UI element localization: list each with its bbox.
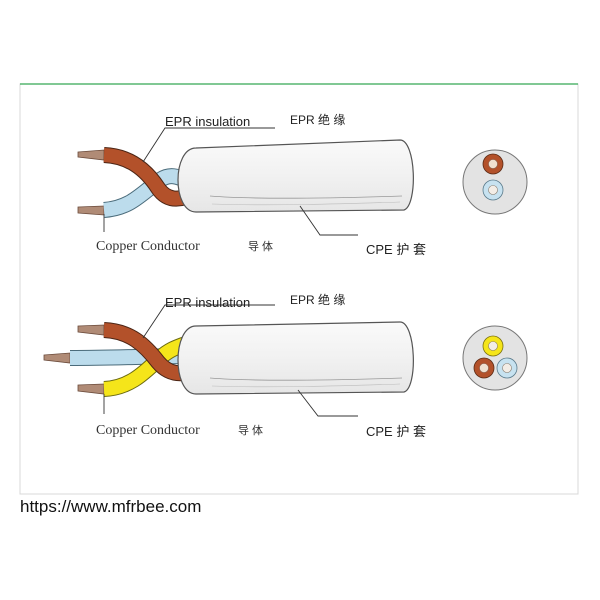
insulation-label-cn: EPR 绝 缘 [290,112,345,127]
copper-strand-blue [43,352,71,364]
copper-strand-blue [77,205,105,216]
insulation-label-en: EPR insulation [165,295,250,310]
insulation-label-en: EPR insulation [165,114,250,129]
jacket-label: CPE 护 套 [366,242,426,257]
copper-strand-brown [77,324,105,336]
three-core-cable [43,304,528,417]
three-core-cross-section [462,325,528,391]
conductor-label-cn: 导 体 [248,239,273,253]
two-core-cross-section [462,149,528,215]
cpe-jacket [177,321,414,395]
copper-strand-brown [77,149,105,161]
cpe-jacket [177,139,414,213]
watermark-url: https://www.mfrbee.com [20,497,202,516]
two-core-cable [77,127,528,236]
insulation-label-cn: EPR 绝 缘 [290,292,345,307]
copper-strand-yellow [77,383,105,395]
conductor-label-en: Copper Conductor [96,239,200,254]
conductor-label-en: Copper Conductor [96,423,200,438]
conductor-label-cn: 导 体 [238,423,263,437]
jacket-label: CPE 护 套 [366,424,426,439]
